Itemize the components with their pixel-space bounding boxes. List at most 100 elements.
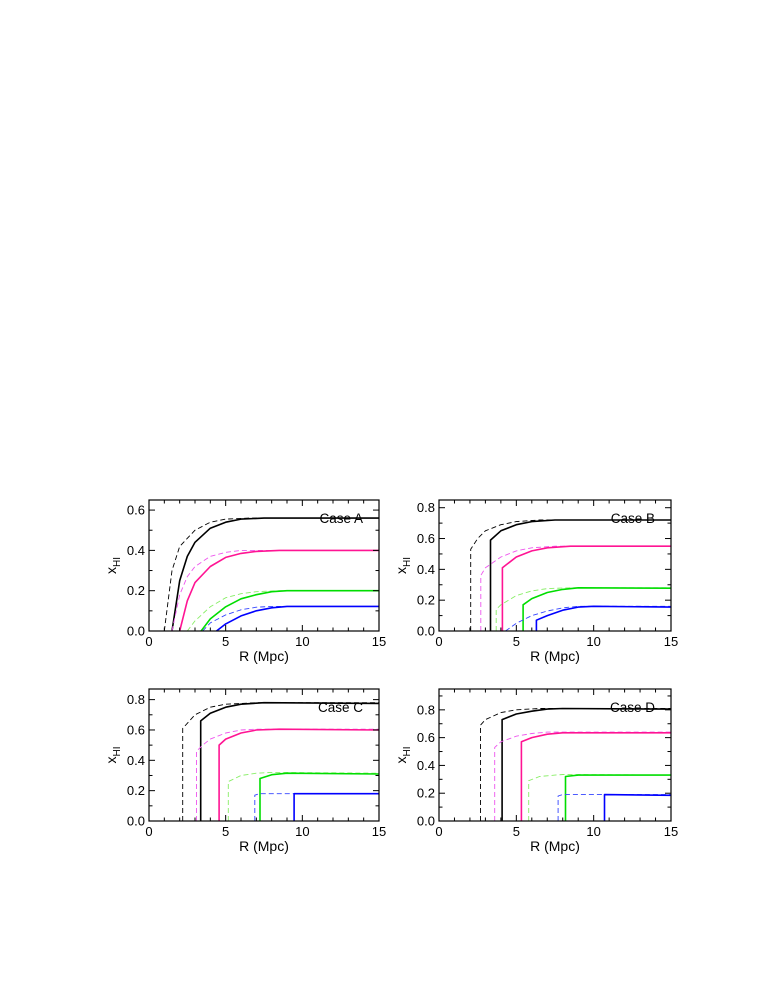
panel-case-a: 0 5 10 15 0.0 0.2 0.4 0.6 R (Mpc) xHI Case A <box>103 499 386 664</box>
series-line-solid-1 <box>199 701 379 821</box>
y-axis-label: xHI <box>393 747 413 764</box>
y-tick-label: 0.2 <box>417 786 435 801</box>
x-tick-label: 10 <box>586 634 600 649</box>
y-tick-label: 0.6 <box>127 503 145 518</box>
x-tick-label: 15 <box>664 824 678 839</box>
x-tick-label: 0 <box>145 634 152 649</box>
y-axis-label: xHI <box>393 557 413 574</box>
series-line-solid-7 <box>603 793 671 821</box>
series-line-dashed-2 <box>480 545 671 631</box>
series-line-dashed-4 <box>227 771 379 821</box>
series-line-solid-3 <box>178 549 379 631</box>
series-line-solid-5 <box>259 772 379 821</box>
panel-case-d: 0 5 10 15 0.0 0.2 0.4 0.6 0.8 R (Mpc) xHI Case D <box>393 688 678 854</box>
series-line-dashed-4 <box>495 587 671 631</box>
series-line-solid-5 <box>564 774 671 821</box>
series-line-solid-1 <box>171 517 379 631</box>
series-line-dashed-0 <box>182 702 379 821</box>
x-axis-label: R (Mpc) <box>530 648 580 664</box>
y-axis-label-subscript: HI <box>402 557 413 567</box>
x-tick-label: 0 <box>145 824 152 839</box>
panel-case-c: 0 5 10 15 0.0 0.2 0.4 0.6 0.8 R (Mpc) xHI Case C <box>103 688 386 854</box>
x-axis-label: R (Mpc) <box>239 838 289 854</box>
panel-title: Case D <box>610 700 655 715</box>
x-axis-label: R (Mpc) <box>530 838 580 854</box>
y-tick-label: 0.8 <box>127 692 145 707</box>
y-tick-label: 0.2 <box>417 593 435 608</box>
series-line-solid-1 <box>501 707 671 821</box>
series-line-solid-3 <box>501 545 671 631</box>
y-axis-label-main: x <box>393 567 409 574</box>
series-line-dashed-0 <box>163 517 379 631</box>
series-line-solid-5 <box>522 587 671 631</box>
series-line-dashed-4 <box>528 774 671 821</box>
y-tick-label: 0.2 <box>127 783 145 798</box>
series-line-solid-7 <box>535 605 671 631</box>
series-line-dashed-0 <box>470 519 671 631</box>
plot-frame <box>148 499 380 632</box>
x-tick-label: 0 <box>435 634 442 649</box>
series-line-dashed-2 <box>196 728 379 821</box>
y-tick-label: 0.4 <box>417 562 435 577</box>
x-tick-label: 10 <box>586 824 600 839</box>
series-line-dashed-6 <box>254 793 379 821</box>
x-tick-label: 5 <box>222 824 229 839</box>
y-tick-label: 0.4 <box>127 753 145 768</box>
y-tick-label: 0.8 <box>417 500 435 515</box>
x-tick-label: 15 <box>664 634 678 649</box>
series-line-solid-7 <box>293 792 379 821</box>
panel-case-b: 0 5 10 15 0.0 0.2 0.4 0.6 0.8 R (Mpc) xHI Case B <box>393 499 678 664</box>
panel-title: Case C <box>318 700 363 715</box>
y-axis-label-main: x <box>393 757 409 764</box>
x-tick-label: 10 <box>295 824 309 839</box>
y-axis-label-subscript: HI <box>112 557 123 567</box>
series-line-solid-7 <box>216 605 379 631</box>
y-tick-label: 0.4 <box>127 543 145 558</box>
y-tick-label: 0.0 <box>127 624 145 639</box>
y-axis-label-subscript: HI <box>112 747 123 757</box>
y-tick-label: 0.8 <box>417 702 435 717</box>
series-line-solid-3 <box>520 732 671 821</box>
series-group <box>182 701 379 821</box>
panel-title: Case A <box>319 511 363 526</box>
y-tick-label: 0.6 <box>417 730 435 745</box>
series-line-solid-5 <box>200 589 379 631</box>
plot-frame <box>148 688 380 822</box>
series-line-dashed-4 <box>186 590 379 631</box>
y-tick-label: 0.0 <box>417 624 435 639</box>
series-line-dashed-6 <box>202 605 379 631</box>
x-axis-label: R (Mpc) <box>239 648 289 664</box>
y-tick-label: 0.0 <box>127 814 145 829</box>
y-axis-label-subscript: HI <box>402 747 413 757</box>
y-tick-label: 0.6 <box>417 531 435 546</box>
series-line-solid-1 <box>489 519 671 631</box>
x-tick-label: 5 <box>222 634 229 649</box>
series-line-dashed-6 <box>505 605 671 631</box>
y-tick-label: 0.0 <box>417 814 435 829</box>
x-tick-label: 0 <box>435 824 442 839</box>
plot-frame <box>438 688 672 822</box>
series-group <box>470 519 671 631</box>
series-line-dashed-2 <box>494 731 671 821</box>
x-tick-label: 5 <box>513 634 520 649</box>
y-axis-label: xHI <box>103 747 123 764</box>
series-line-dashed-0 <box>480 708 671 821</box>
y-axis-label: xHI <box>103 557 123 574</box>
series-group <box>163 517 379 631</box>
x-tick-label: 10 <box>295 634 309 649</box>
x-tick-label: 5 <box>513 824 520 839</box>
y-tick-label: 0.6 <box>127 722 145 737</box>
x-tick-label: 15 <box>372 634 386 649</box>
series-line-dashed-6 <box>557 794 671 821</box>
y-axis-label-main: x <box>103 567 119 574</box>
y-axis-label-main: x <box>103 757 119 764</box>
panel-title: Case B <box>611 511 655 526</box>
series-line-dashed-2 <box>171 549 379 631</box>
series-line-solid-3 <box>218 728 379 821</box>
x-tick-label: 15 <box>372 824 386 839</box>
series-group <box>480 707 671 821</box>
plot-frame <box>438 499 672 632</box>
y-tick-label: 0.4 <box>417 758 435 773</box>
y-tick-label: 0.2 <box>127 583 145 598</box>
